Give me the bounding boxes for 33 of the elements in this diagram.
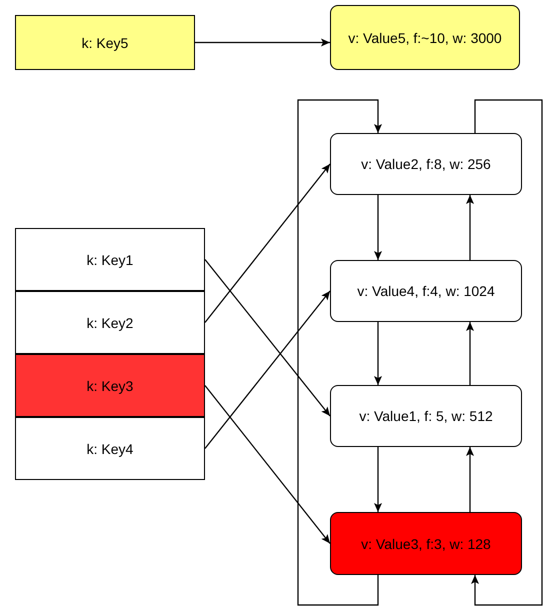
key-cell	[15, 228, 205, 291]
node-text: k: Key1	[86, 252, 134, 268]
arrow	[374, 195, 382, 260]
key-cell	[15, 15, 195, 70]
node-text: k: Key2	[86, 314, 134, 330]
value-box	[330, 260, 522, 322]
node-text: v: Value5, f:~10, w: 3000	[347, 30, 503, 46]
key-cell	[15, 291, 205, 354]
arrow	[466, 195, 474, 260]
arrow	[466, 447, 474, 512]
arrow	[204, 385, 330, 544]
key-cell	[15, 354, 205, 417]
arrow	[374, 322, 382, 385]
arrow	[195, 38, 330, 46]
node-text: k: Key4	[86, 440, 134, 456]
value-box	[330, 133, 522, 195]
node-text: k: Key5	[80, 34, 130, 50]
node-text: v: Value1, f: 5, w: 512	[358, 408, 494, 424]
node-text: k: Key3	[86, 378, 134, 394]
arrow	[466, 322, 474, 385]
node-text: v: Value3, f:3, w: 128	[360, 536, 492, 552]
value-box	[330, 512, 522, 575]
arrow	[471, 99, 543, 606]
arrow	[374, 447, 382, 512]
arrow	[204, 290, 330, 449]
node-text: v: Value2, f:8, w: 256	[360, 156, 492, 172]
value-box	[330, 5, 520, 70]
arrow	[204, 164, 330, 323]
key-cell	[15, 417, 205, 480]
node-text: v: Value4, f:4, w: 1024	[356, 283, 496, 299]
arrow	[204, 259, 330, 416]
value-box	[330, 385, 522, 447]
arrow	[297, 99, 382, 606]
